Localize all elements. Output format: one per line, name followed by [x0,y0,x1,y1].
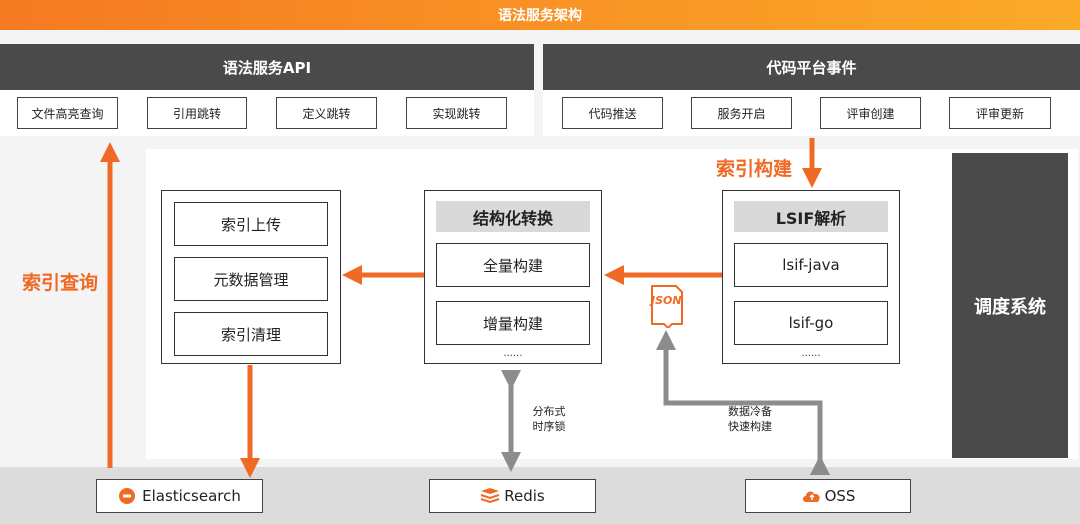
code-platform-events-panel: 代码平台事件 代码推送 服务开启 评审创建 评审更新 [543,44,1080,136]
api-chip-label: 定义跳转 [302,106,351,121]
redis-icon [480,487,500,505]
hot-cold-line-2: 快速构建 [728,420,772,433]
distributed-lock-label: 分布式 时序锁 [524,404,574,434]
index-upload-box: 索引上传 [174,202,328,246]
api-chip-file-highlight: 文件高亮查询 [17,97,118,129]
syntax-api-panel: 语法服务API 文件高亮查询 引用跳转 定义跳转 实现跳转 [0,44,534,136]
api-chip-reference-jump: 引用跳转 [147,97,247,129]
hot-cold-backup-label: 数据冷备 快速构建 [720,404,780,434]
scheduler-system-title: 调度系统 [974,296,1046,318]
structured-conversion-title: 结构化转换 [436,201,590,232]
lsif-more-ellipsis: ...... [801,348,821,359]
lsif-java-label: lsif-java [782,256,840,274]
metadata-management-label: 元数据管理 [213,270,289,289]
event-chip-review-create: 评审创建 [820,97,921,129]
code-platform-events-header: 代码平台事件 [543,44,1080,90]
oss-cloud-icon [801,487,820,505]
elasticsearch-label: Elasticsearch [142,487,241,505]
metadata-management-box: 元数据管理 [174,257,328,301]
structured-conversion-title-text: 结构化转换 [472,208,553,228]
api-chip-label: 文件高亮查询 [31,106,104,121]
index-management-group: 索引上传 元数据管理 索引清理 [161,190,341,364]
index-query-label: 索引查询 [22,272,99,294]
architecture-title: 语法服务架构 [498,8,582,24]
oss-label: OSS [824,487,856,505]
event-chip-service-start: 服务开启 [691,97,792,129]
elasticsearch-box: Elasticsearch [96,479,263,513]
full-build-label: 全量构建 [482,256,543,275]
index-cleanup-box: 索引清理 [174,312,328,356]
hot-cold-line-1: 数据冷备 [728,405,772,418]
full-build-box: 全量构建 [436,243,590,287]
event-chip-label: 评审创建 [846,106,895,121]
redis-label: Redis [504,487,545,505]
structured-conversion-group: 结构化转换 全量构建 增量构建 ...... [424,190,602,364]
index-upload-label: 索引上传 [220,215,281,234]
distributed-lock-line-1: 分布式 [532,405,566,418]
incremental-build-label: 增量构建 [482,314,543,333]
scheduler-system-box: 调度系统 [952,153,1068,458]
lsif-java-box: lsif-java [734,243,888,287]
elasticsearch-icon [118,487,136,505]
event-chip-review-update: 评审更新 [949,97,1051,129]
event-chip-label: 代码推送 [588,106,637,121]
json-file-icon: JSON [648,284,686,329]
lsif-parse-group: LSIF解析 lsif-java lsif-go ...... [722,190,900,364]
oss-box: OSS [745,479,911,513]
lsif-parse-title: LSIF解析 [734,201,888,232]
api-chip-label: 引用跳转 [172,106,221,121]
api-chip-label: 实现跳转 [432,106,481,121]
event-chip-label: 评审更新 [975,106,1024,121]
event-chip-code-push: 代码推送 [562,97,663,129]
oss-hot-cold-arrow [656,330,830,475]
index-cleanup-label: 索引清理 [220,325,281,344]
json-file-label: JSON [651,294,682,307]
code-platform-events-title: 代码平台事件 [766,58,857,77]
architecture-title-banner: 语法服务架构 [0,0,1080,30]
syntax-api-header: 语法服务API [0,44,534,90]
redis-box: Redis [429,479,596,513]
lsif-go-box: lsif-go [734,301,888,345]
syntax-api-title: 语法服务API [222,58,312,77]
api-chip-implementation-jump: 实现跳转 [406,97,507,129]
lsif-parse-title-text: LSIF解析 [775,208,847,228]
lsif-go-label: lsif-go [788,314,834,332]
structured-more-ellipsis: ...... [503,348,523,359]
api-chip-definition-jump: 定义跳转 [276,97,377,129]
event-chip-label: 服务开启 [717,106,766,121]
distributed-lock-line-2: 时序锁 [532,420,566,433]
incremental-build-box: 增量构建 [436,301,590,345]
index-build-label: 索引构建 [716,158,793,180]
